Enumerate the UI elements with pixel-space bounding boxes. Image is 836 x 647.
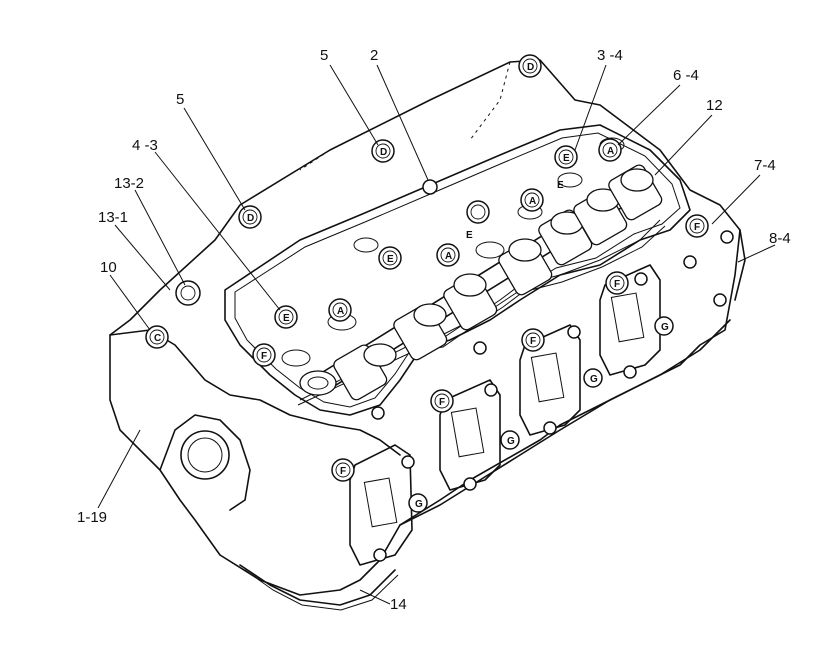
bolt-letter: G xyxy=(590,374,598,385)
bolt-a-4: A xyxy=(328,298,352,322)
rocker-shaft-assembly xyxy=(297,164,666,406)
bolt-letter: E xyxy=(387,254,394,265)
bolt-f-1: F xyxy=(685,214,709,238)
bolt-f-3: F xyxy=(430,389,454,413)
bolt-e-2: E xyxy=(378,246,402,270)
bolt-letter: F xyxy=(340,466,346,477)
bolt-letter: C xyxy=(154,333,161,344)
bolt-letter: A xyxy=(529,196,536,207)
chamber-label-e: E xyxy=(557,180,564,191)
bolt-letter: A xyxy=(607,146,614,157)
valve-pockets xyxy=(281,137,625,367)
bolt-letter: F xyxy=(614,279,620,290)
chamber-label-e: E xyxy=(466,230,473,241)
valve-spring-7 xyxy=(608,164,663,221)
callout-6-4: 6 -4 xyxy=(673,67,699,84)
bolt-cap-13 xyxy=(175,280,201,306)
bolt-c-1: C xyxy=(145,325,169,349)
bolt-letter: F xyxy=(530,336,536,347)
callout-3-4: 3 -4 xyxy=(597,47,623,64)
bolt-letter: D xyxy=(527,62,534,73)
callout-8-4: 8-4 xyxy=(769,230,791,247)
bolt-letter: F xyxy=(261,351,267,362)
bolt-g-2: G xyxy=(500,430,520,450)
cylinder-head-body xyxy=(109,59,746,611)
bolt-d-2: D xyxy=(371,139,395,163)
callout-labels: 5 2 3 -4 6 -4 12 5 4 -3 13-2 13-1 10 7-4… xyxy=(77,47,791,613)
bolt-letter: E xyxy=(563,153,570,164)
leader-lines xyxy=(97,64,776,605)
valve-spring-5 xyxy=(538,209,593,266)
callout-7-4: 7-4 xyxy=(754,157,776,174)
bolt-letter: G xyxy=(507,436,515,447)
callout-5-top: 5 xyxy=(320,47,328,64)
bolt-a-3: A xyxy=(436,243,460,267)
callout-12: 12 xyxy=(706,97,723,114)
bolt-a-2: A xyxy=(520,188,544,212)
bolt-letter: F xyxy=(439,397,445,408)
valve-spring-2 xyxy=(393,303,448,361)
bolt-g-3: G xyxy=(583,368,603,388)
valve-spring-3 xyxy=(443,273,498,331)
callout-1-19: 1-19 xyxy=(77,509,107,526)
valve-spring-1 xyxy=(333,343,397,401)
bolt-f-6: F xyxy=(331,458,355,482)
callout-10: 10 xyxy=(100,259,117,276)
bolt-letter: E xyxy=(283,313,290,324)
bolt-e-3: E xyxy=(274,305,298,329)
callout-13-1: 13-1 xyxy=(98,209,128,226)
callout-4-3: 4 -3 xyxy=(132,137,158,154)
bolt-letter: G xyxy=(415,499,423,510)
bolt-g-4: G xyxy=(654,316,674,336)
bolt-d-3: D xyxy=(238,205,262,229)
bolt-g-1: G xyxy=(408,493,428,513)
bolt-letter: G xyxy=(661,322,669,333)
bolt-letter: D xyxy=(247,213,254,224)
callout-2: 2 xyxy=(370,47,378,64)
head-bolts: D D D A A A E A E E F C F F F F F G G G … xyxy=(145,54,734,562)
bolt-f-2: F xyxy=(252,343,276,367)
bolt-a-1: A xyxy=(598,138,622,162)
bolt-hex-1 xyxy=(466,200,490,224)
bolt-letter: A xyxy=(445,251,452,262)
valve-spring-8 xyxy=(299,370,337,396)
callout-5-left: 5 xyxy=(176,91,184,108)
bolt-d-1: D xyxy=(518,54,542,78)
bolt-letter: D xyxy=(380,147,387,158)
valve-spring-6 xyxy=(573,188,628,246)
callout-14: 14 xyxy=(390,596,407,613)
callout-13-2: 13-2 xyxy=(114,175,144,192)
bolt-f-5: F xyxy=(605,271,629,295)
valve-spring-4 xyxy=(498,238,553,296)
bolt-e-1: E xyxy=(554,145,578,169)
bolt-f-4: F xyxy=(521,328,545,352)
bolt-letter: F xyxy=(694,222,700,233)
bolt-letter: A xyxy=(337,306,344,317)
